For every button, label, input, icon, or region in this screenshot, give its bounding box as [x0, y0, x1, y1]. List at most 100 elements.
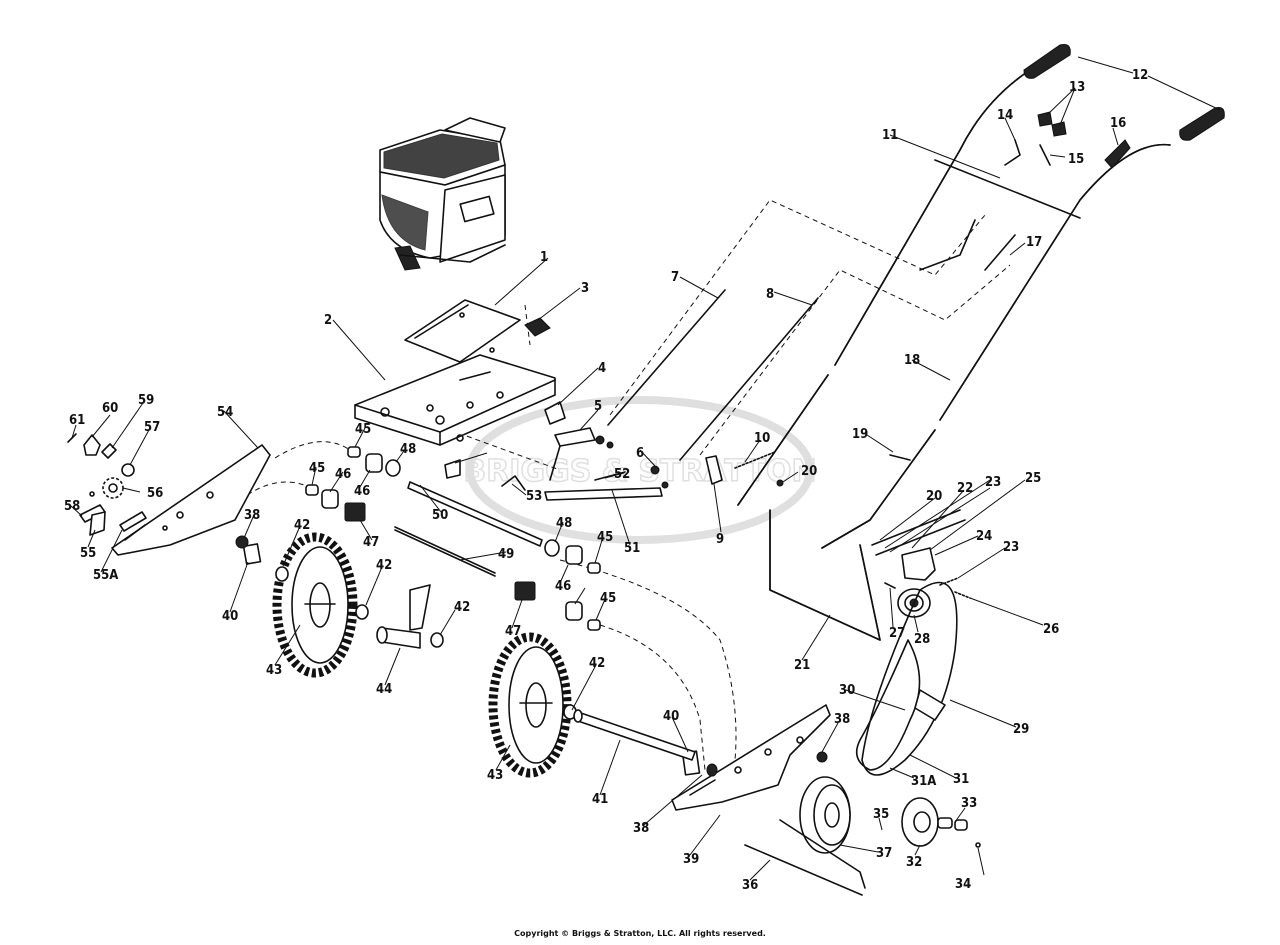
wheel-right: [488, 632, 572, 778]
callout-46b: 46: [354, 484, 370, 499]
callout-13: 13: [1069, 80, 1085, 95]
pulleys: [799, 588, 981, 854]
callout-49: 49: [498, 547, 514, 562]
callout-55a: 55A: [93, 568, 118, 583]
engine: [379, 117, 506, 271]
callout-60: 60: [102, 401, 118, 416]
watermark: BRIGGS & STRATTON: [463, 396, 817, 544]
u-bar: [769, 509, 881, 641]
callout-41: 41: [592, 792, 608, 807]
callout-38c: 38: [633, 821, 649, 836]
link-bar: [501, 471, 663, 501]
callout-18: 18: [904, 353, 920, 368]
callout-25: 25: [1025, 471, 1041, 486]
callout-48b: 48: [556, 516, 572, 531]
callout-4: 4: [598, 361, 606, 376]
callout-43b: 43: [487, 768, 503, 783]
control-rods: [607, 289, 819, 461]
callout-1: 1: [540, 250, 548, 265]
callout-58: 58: [64, 499, 80, 514]
callout-16: 16: [1110, 116, 1126, 131]
callout-10: 10: [754, 431, 770, 446]
callout-labels: 1 2 3 4 5 6 7 8 9 10 11 12 13 14 15 16 1…: [64, 68, 1148, 893]
callout-11: 11: [882, 128, 898, 143]
copyright-footer: Copyright © Briggs & Stratton, LLC. All …: [514, 929, 766, 938]
callout-40a: 40: [222, 609, 238, 624]
callout-12: 12: [1132, 68, 1148, 83]
callout-2: 2: [324, 313, 332, 328]
callout-17: 17: [1026, 235, 1042, 250]
base-frame: [744, 819, 866, 896]
callout-30: 30: [839, 683, 855, 698]
callout-33: 33: [961, 796, 977, 811]
callout-8: 8: [766, 287, 774, 302]
callout-6: 6: [636, 446, 644, 461]
lower-handle: [737, 374, 936, 549]
wheel-left: [272, 532, 358, 678]
callout-48a: 48: [400, 442, 416, 457]
callout-3: 3: [581, 281, 589, 296]
side-plate-right: [671, 704, 831, 811]
drive-axle: [573, 709, 696, 761]
callout-59: 59: [138, 393, 154, 408]
callout-9: 9: [716, 532, 724, 547]
callout-32: 32: [906, 855, 922, 870]
callout-20a: 20: [801, 464, 817, 479]
callout-28: 28: [914, 632, 930, 647]
callout-45b: 45: [309, 461, 325, 476]
callout-39: 39: [683, 852, 699, 867]
callout-57: 57: [144, 420, 160, 435]
callout-46a: 46: [335, 467, 351, 482]
callout-53: 53: [526, 489, 542, 504]
callout-20b: 20: [926, 489, 942, 504]
callout-42c: 42: [454, 600, 470, 615]
callout-38a: 38: [244, 508, 260, 523]
callout-42b: 42: [376, 558, 392, 573]
callout-21: 21: [794, 658, 810, 673]
leader-lines: [70, 56, 1221, 881]
washers-and-roller: [235, 535, 577, 720]
handle-assembly: [834, 44, 1225, 421]
side-plate-left: [111, 444, 271, 556]
callout-19: 19: [852, 427, 868, 442]
callout-51: 51: [624, 541, 640, 556]
callout-23a: 23: [985, 475, 1001, 490]
callout-26: 26: [1043, 622, 1059, 637]
callout-61: 61: [69, 413, 85, 428]
axles: [394, 481, 543, 577]
callout-55: 55: [80, 546, 96, 561]
brackets: [444, 401, 669, 489]
callout-7: 7: [671, 270, 679, 285]
callout-29: 29: [1013, 722, 1029, 737]
callout-38b: 38: [834, 712, 850, 727]
callout-35: 35: [873, 807, 889, 822]
callout-40b: 40: [663, 709, 679, 724]
callout-31: 31: [953, 772, 969, 787]
deck-plate: [354, 354, 556, 446]
engine-plate: [404, 299, 521, 363]
callout-37: 37: [876, 846, 892, 861]
callout-42a: 42: [294, 518, 310, 533]
callout-15: 15: [1068, 152, 1084, 167]
callout-56: 56: [147, 486, 163, 501]
callout-42d: 42: [589, 656, 605, 671]
bushings: [305, 446, 601, 631]
gear-assembly: [67, 433, 147, 536]
callout-31a: 31A: [911, 774, 936, 789]
callout-44: 44: [376, 682, 392, 697]
callout-47b: 47: [505, 624, 521, 639]
clip: [524, 317, 551, 337]
callout-47a: 47: [363, 535, 379, 550]
callout-52: 52: [614, 467, 630, 482]
callout-46c: 46: [555, 579, 571, 594]
callout-54: 54: [217, 405, 233, 420]
callout-27: 27: [889, 626, 905, 641]
callout-14: 14: [997, 108, 1013, 123]
callout-23b: 23: [1003, 540, 1019, 555]
callout-45c: 45: [597, 530, 613, 545]
callout-43a: 43: [266, 663, 282, 678]
callout-36: 36: [742, 878, 758, 893]
callout-45d: 45: [600, 591, 616, 606]
callout-34: 34: [955, 877, 971, 892]
